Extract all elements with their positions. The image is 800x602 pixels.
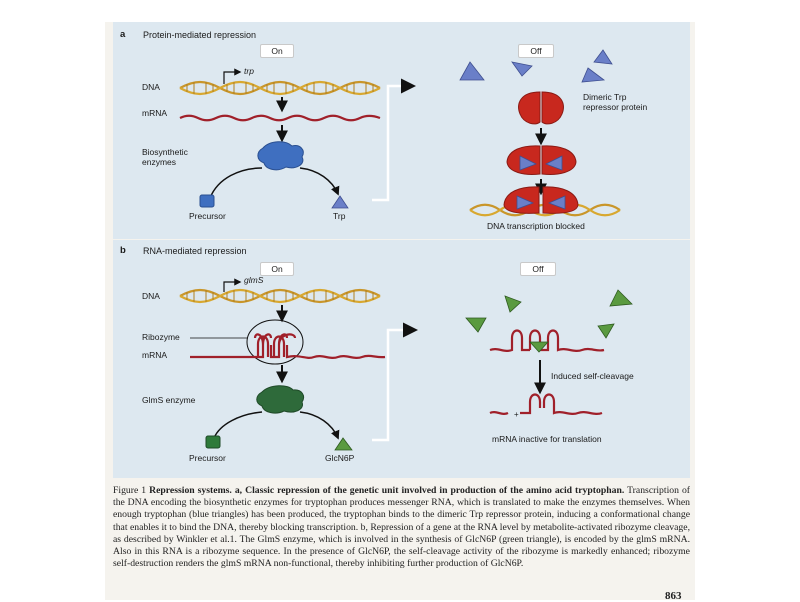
panel-a-gene-label: trp xyxy=(244,67,254,76)
caption-figure-label: Figure 1 xyxy=(113,485,146,496)
panel-b-precursor-label: Precursor xyxy=(189,454,226,463)
precursor-square-b xyxy=(206,436,220,448)
repressor-dimer-inactive xyxy=(519,92,564,124)
cleaved-mrna-fragments xyxy=(490,395,602,414)
panel-b-mrna-label: mRNA xyxy=(142,351,167,360)
glms-enzyme-shape xyxy=(257,386,304,413)
glcn6p-triangle-product xyxy=(335,438,352,450)
panel-b-title: RNA-mediated repression xyxy=(143,247,247,256)
panel-b-dna-label: DNA xyxy=(142,292,160,301)
panel-a-mrna-label: mRNA xyxy=(142,109,167,118)
ribozyme-glcn6p-bound xyxy=(490,331,604,351)
reaction-arc-left-a xyxy=(210,168,262,198)
page-number: 863 xyxy=(665,591,682,602)
panel-b-product-label: GlcN6P xyxy=(325,454,354,463)
dna-helix-b-on xyxy=(180,290,380,302)
mrna-strand-a xyxy=(180,116,380,121)
panel-b-gene-label: glmS xyxy=(244,276,263,285)
figure-caption: Figure 1 Repression systems. a, Classic … xyxy=(113,485,690,570)
panel-b-cleavage-label: Induced self-cleavage xyxy=(551,372,634,381)
panel-a-on-badge: On xyxy=(260,44,294,58)
panel-b-enzyme-label: GlmS enzyme xyxy=(142,396,195,405)
precursor-square-a xyxy=(200,195,214,207)
panel-a-precursor-label: Precursor xyxy=(189,212,226,221)
on-to-off-arrow-a xyxy=(372,86,413,200)
panel-a-off-badge: Off xyxy=(518,44,554,58)
panel-a-letter: a xyxy=(120,30,125,40)
panel-a-repressor-label: Dimeric Trp repressor protein xyxy=(583,92,647,112)
reaction-arc-right-a xyxy=(300,168,338,194)
panel-a-dna-label: DNA xyxy=(142,83,160,92)
trp-triangle-product xyxy=(332,196,348,208)
reaction-arc-left-b xyxy=(214,412,262,438)
free-glcn6p-triangles xyxy=(466,290,632,338)
biosynthetic-enzyme-shape xyxy=(258,142,303,170)
panel-a-title: Protein-mediated repression xyxy=(143,31,256,40)
repressor-dimer-trp-bound xyxy=(507,146,576,175)
caption-part-a-intro: a, Classic repression of the genetic uni… xyxy=(235,485,624,496)
panel-b-off-badge: Off xyxy=(520,262,556,276)
caption-heading: Repression systems. xyxy=(149,485,232,496)
on-to-off-arrow-b xyxy=(372,330,415,440)
panel-b-letter: b xyxy=(120,246,126,256)
plus-sign: + xyxy=(514,410,519,419)
panel-b-ribozyme-label: Ribozyme xyxy=(142,333,180,342)
panel-a-enzymes-label: Biosynthetic enzymes xyxy=(142,147,188,167)
panel-a-blocked-label: DNA transcription blocked xyxy=(487,222,585,231)
reaction-arc-right-b xyxy=(300,412,338,438)
panel-b-inactive-label: mRNA inactive for translation xyxy=(492,435,602,444)
panel-a-product-label: Trp xyxy=(333,212,345,221)
dna-helix-a-on xyxy=(180,82,380,94)
panel-b-on-badge: On xyxy=(260,262,294,276)
